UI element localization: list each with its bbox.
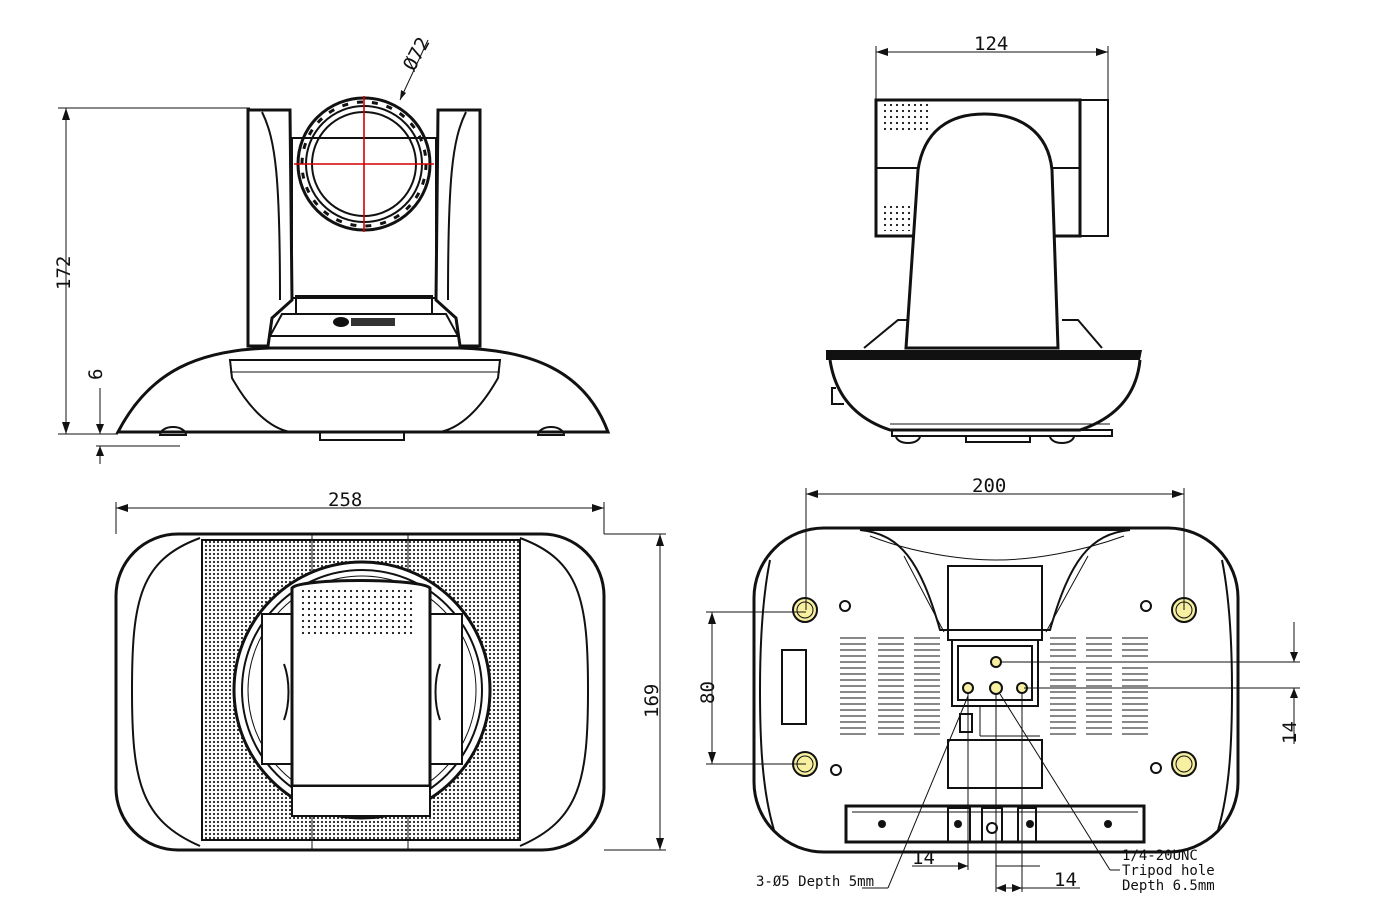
- depth-dimension-label: 169: [641, 684, 663, 718]
- side-view: 124: [826, 33, 1142, 444]
- height-dimension-label: 172: [53, 256, 75, 290]
- tripod-offset-x1-label: 14: [912, 847, 935, 869]
- bottom-view: 200 80 14 14 14 3-Ø5 Depth 5mm 1/4-2: [697, 475, 1301, 894]
- hole-spacing-x-label: 200: [972, 475, 1006, 497]
- lens-diameter-label: Ø72: [399, 34, 435, 75]
- side-depth-label: 124: [974, 33, 1008, 55]
- top-view: 258 169: [114, 489, 666, 852]
- tripod-offset-y-label: 14: [1279, 721, 1301, 744]
- vent-slots-right: [1050, 637, 1148, 735]
- tripod-offset-x2-label: 14: [1054, 869, 1077, 891]
- foot-height-label: 6: [85, 369, 107, 380]
- screw-hole-icon: [830, 600, 1162, 776]
- rubber-foot-icon: [158, 426, 566, 436]
- hole-spacing-y-label: 80: [697, 681, 719, 704]
- brand-logo-icon: [333, 317, 395, 327]
- tripod-note-line1: 1/4-20UNC: [1122, 848, 1198, 864]
- width-dimension-label: 258: [328, 489, 362, 511]
- tripod-note-line2: Tripod hole: [1122, 863, 1215, 879]
- mount-holes-note: 3-Ø5 Depth 5mm: [756, 874, 874, 890]
- vent-slots-left: [840, 637, 940, 735]
- tripod-note-line3: Depth 6.5mm: [1122, 878, 1215, 894]
- front-view: Ø72 172 6: [53, 34, 611, 464]
